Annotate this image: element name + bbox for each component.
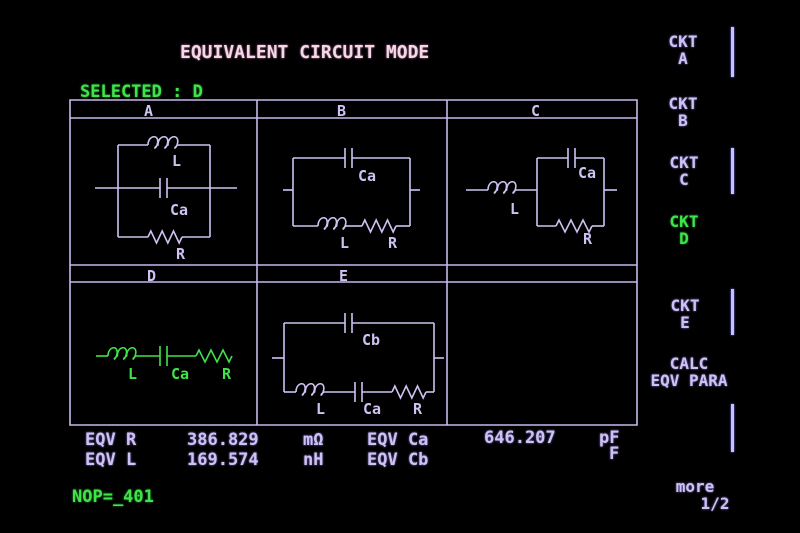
eqv-r-label: EQV R <box>85 430 137 450</box>
e-label-cb: Cb <box>362 331 380 349</box>
softkey-label: 1/2 <box>700 494 730 513</box>
softkey-divider <box>731 148 734 194</box>
capacitor-symbol <box>567 148 576 168</box>
softkey-label: B <box>678 111 688 130</box>
capacitor-symbol <box>159 178 168 198</box>
eqv-l-value: 169.574 <box>187 450 259 470</box>
selected-circuit: SELECTED : D <box>80 82 203 102</box>
grid-border <box>69 99 638 426</box>
capacitor-symbol <box>344 313 353 333</box>
cell-b-title[interactable]: B <box>337 102 346 120</box>
eqv-ca-value: 646.207 <box>484 428 556 448</box>
eqv-cb-label: EQV Cb <box>367 450 429 470</box>
a-label-r: R <box>176 245 186 263</box>
grid-row-divider <box>70 117 637 283</box>
eqv-r-unit: mΩ <box>303 430 324 450</box>
inductor-symbol <box>107 346 137 360</box>
cell-d-title[interactable]: D <box>147 267 156 285</box>
softkey-label: CKT <box>668 94 698 113</box>
softkey-label: D <box>679 229 689 248</box>
softkey-label: A <box>678 49 688 68</box>
c-label-r: R <box>583 230 593 248</box>
resistor-symbol <box>195 348 233 364</box>
d-label-r: R <box>222 365 232 383</box>
d-label-l: L <box>128 365 137 383</box>
softkey-label: CKT <box>670 296 700 315</box>
inductor-symbol <box>487 180 517 194</box>
b-label-r: R <box>388 234 398 252</box>
resistor-symbol <box>391 384 427 400</box>
capacitor-symbol <box>159 346 168 366</box>
page-title: EQUIVALENT CIRCUIT MODE <box>180 42 430 63</box>
softkey-divider <box>731 289 734 335</box>
a-label-ca: Ca <box>170 201 188 219</box>
softkey-label: CALC <box>669 354 709 373</box>
c-label-l: L <box>510 200 519 218</box>
softkey-label: C <box>679 170 689 189</box>
e-label-r: R <box>413 400 423 418</box>
softkey-label: E <box>680 313 690 332</box>
b-label-ca: Ca <box>358 167 376 185</box>
softkey-label: CKT <box>669 153 699 172</box>
eqv-l-label: EQV L <box>85 450 137 470</box>
cell-c-title[interactable]: C <box>531 102 540 120</box>
softkey-divider <box>731 27 734 77</box>
a-label-l: L <box>172 152 181 170</box>
softkey-label: more <box>675 477 715 496</box>
softkey-label: CKT <box>669 212 699 231</box>
e-label-ca: Ca <box>363 400 381 418</box>
inductor-symbol <box>147 135 179 149</box>
capacitor-symbol <box>354 382 363 402</box>
e-label-l: L <box>316 400 325 418</box>
cell-e-title[interactable]: E <box>339 267 348 285</box>
resistor-symbol <box>361 218 397 234</box>
inductor-symbol <box>295 382 325 396</box>
softkey-divider <box>731 404 734 452</box>
eqv-ca-unit: pF <box>599 428 620 448</box>
resistor-symbol <box>555 218 593 234</box>
eqv-ca-label: EQV Ca <box>367 430 429 450</box>
d-label-ca: Ca <box>171 365 189 383</box>
eqv-l-unit: nH <box>303 450 324 470</box>
eqv-cb-unit: F <box>609 444 620 464</box>
grid-column-divider <box>256 100 448 425</box>
cell-a-title[interactable]: A <box>144 102 153 120</box>
inductor-symbol <box>317 216 347 230</box>
resistor-symbol <box>147 229 183 245</box>
c-label-ca: Ca <box>578 164 596 182</box>
b-label-l: L <box>340 234 349 252</box>
capacitor-symbol <box>344 148 353 168</box>
softkey-label: CKT <box>668 32 698 51</box>
nop-readout: NOP=_401 <box>72 487 154 507</box>
eqv-r-value: 386.829 <box>187 430 259 450</box>
softkey-label: EQV PARA <box>650 371 728 390</box>
